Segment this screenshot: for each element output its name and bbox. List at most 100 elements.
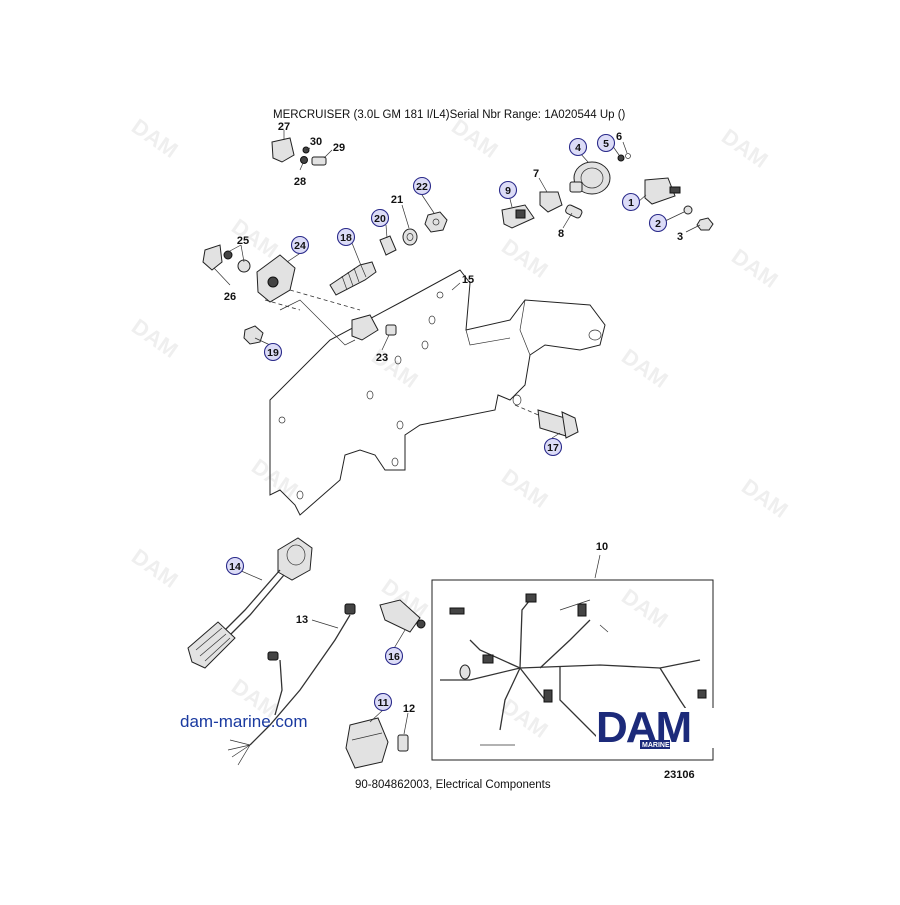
part-28 — [300, 156, 308, 164]
callout-number: 2 — [655, 218, 661, 230]
callout-20: 20 — [370, 208, 390, 228]
callout-number: 13 — [296, 614, 308, 626]
callout-number: 26 — [224, 291, 236, 303]
callout-15: 15 — [462, 274, 474, 286]
callout-number: 16 — [388, 651, 400, 663]
part-21 — [402, 228, 418, 246]
site-link[interactable]: dam-marine.com — [180, 712, 308, 731]
callout-14: 14 — [225, 556, 245, 576]
part-4 — [573, 161, 611, 195]
callout-13: 13 — [296, 614, 308, 626]
callout-26: 26 — [224, 291, 236, 303]
callout-6: 6 — [616, 131, 622, 143]
watermark: DAM — [497, 234, 552, 283]
part-7 — [539, 191, 563, 213]
upper-parts — [202, 137, 714, 439]
callout-circle — [412, 176, 432, 196]
callout-9: 9 — [498, 180, 518, 200]
callout-number: 20 — [374, 213, 386, 225]
callout-16: 16 — [384, 646, 404, 666]
callout-23: 23 — [376, 352, 388, 364]
part-26 — [202, 244, 223, 271]
callout-27: 27 — [278, 121, 290, 133]
callout-number: 29 — [333, 142, 345, 154]
diagram-caption: 90-804862003, Electrical Components — [355, 779, 551, 791]
callout-10: 10 — [596, 541, 608, 553]
callout-21: 21 — [391, 194, 403, 206]
logo-sub-text: MARINE — [642, 742, 670, 749]
callout-number: 1 — [628, 197, 634, 209]
dam-marine-logo: DAM MARINE — [596, 703, 720, 752]
callout-circle — [225, 556, 245, 576]
callout-number: 25 — [237, 235, 249, 247]
callout-2: 2 — [648, 213, 668, 233]
part-2 — [683, 205, 693, 215]
watermark: DAM — [127, 544, 182, 593]
callout-4: 4 — [568, 137, 588, 157]
mounting-bracket — [264, 269, 606, 516]
part-1 — [644, 177, 676, 205]
callout-29: 29 — [333, 142, 345, 154]
watermark: DAM — [727, 244, 782, 293]
harness-frame — [431, 579, 714, 761]
watermark: DAM — [617, 344, 672, 393]
watermark: DAM — [717, 124, 772, 173]
part-14-connector — [187, 621, 236, 669]
callout-number: 23 — [376, 352, 388, 364]
part-16 — [379, 599, 421, 633]
callout-circle — [370, 208, 390, 228]
part-25 — [223, 250, 233, 260]
callout-number: 24 — [294, 240, 306, 252]
callout-circle — [263, 342, 283, 362]
callout-18: 18 — [336, 227, 356, 247]
callout-number: 12 — [403, 703, 415, 715]
callout-circle — [596, 133, 616, 153]
callout-number: 21 — [391, 194, 403, 206]
callout-number: 5 — [603, 138, 609, 150]
callout-number: 27 — [278, 121, 290, 133]
part-14 — [277, 537, 313, 581]
callout-5: 5 — [596, 133, 616, 153]
part-6 — [617, 154, 625, 162]
callout-22: 22 — [412, 176, 432, 196]
callout-3: 3 — [677, 231, 683, 243]
callout-number: 9 — [505, 185, 511, 197]
lower-parts — [187, 537, 714, 769]
callout-number: 15 — [462, 274, 474, 286]
watermark: DAM — [447, 114, 502, 163]
callout-30: 30 — [310, 136, 322, 148]
callout-number: 30 — [310, 136, 322, 148]
callout-number: 7 — [533, 168, 539, 180]
callout-circle — [543, 437, 563, 457]
watermark: DAM — [737, 474, 792, 523]
callout-number: 8 — [558, 228, 564, 240]
watermark: DAM — [367, 344, 422, 393]
callout-circle — [290, 235, 310, 255]
page-title: MERCRUISER (3.0L GM 181 I/L4)Serial Nbr … — [273, 109, 626, 121]
part-8 — [565, 204, 583, 219]
callout-circle — [336, 227, 356, 247]
callout-number: 11 — [377, 697, 388, 709]
callout-11: 11 — [373, 692, 393, 712]
callout-number: 14 — [229, 561, 241, 573]
callout-17: 17 — [543, 437, 563, 457]
callout-number: 3 — [677, 231, 683, 243]
callout-24: 24 — [290, 235, 310, 255]
callout-circle — [648, 213, 668, 233]
watermark: DAM — [497, 464, 552, 513]
callout-number: 4 — [575, 142, 581, 154]
part-29 — [311, 156, 327, 166]
part-27 — [271, 137, 295, 163]
callout-number: 6 — [616, 131, 622, 143]
part-20 — [379, 235, 397, 256]
watermark: DAM — [127, 314, 182, 363]
callout-25: 25 — [237, 235, 249, 247]
callout-circle — [621, 192, 641, 212]
callout-19: 19 — [263, 342, 283, 362]
part-3 — [696, 217, 714, 231]
watermarks: DAM DAM DAM DAM DAM DAM DAM DAM DAM DAM … — [127, 114, 792, 743]
callout-number: 10 — [596, 541, 608, 553]
callout-7: 7 — [533, 168, 539, 180]
